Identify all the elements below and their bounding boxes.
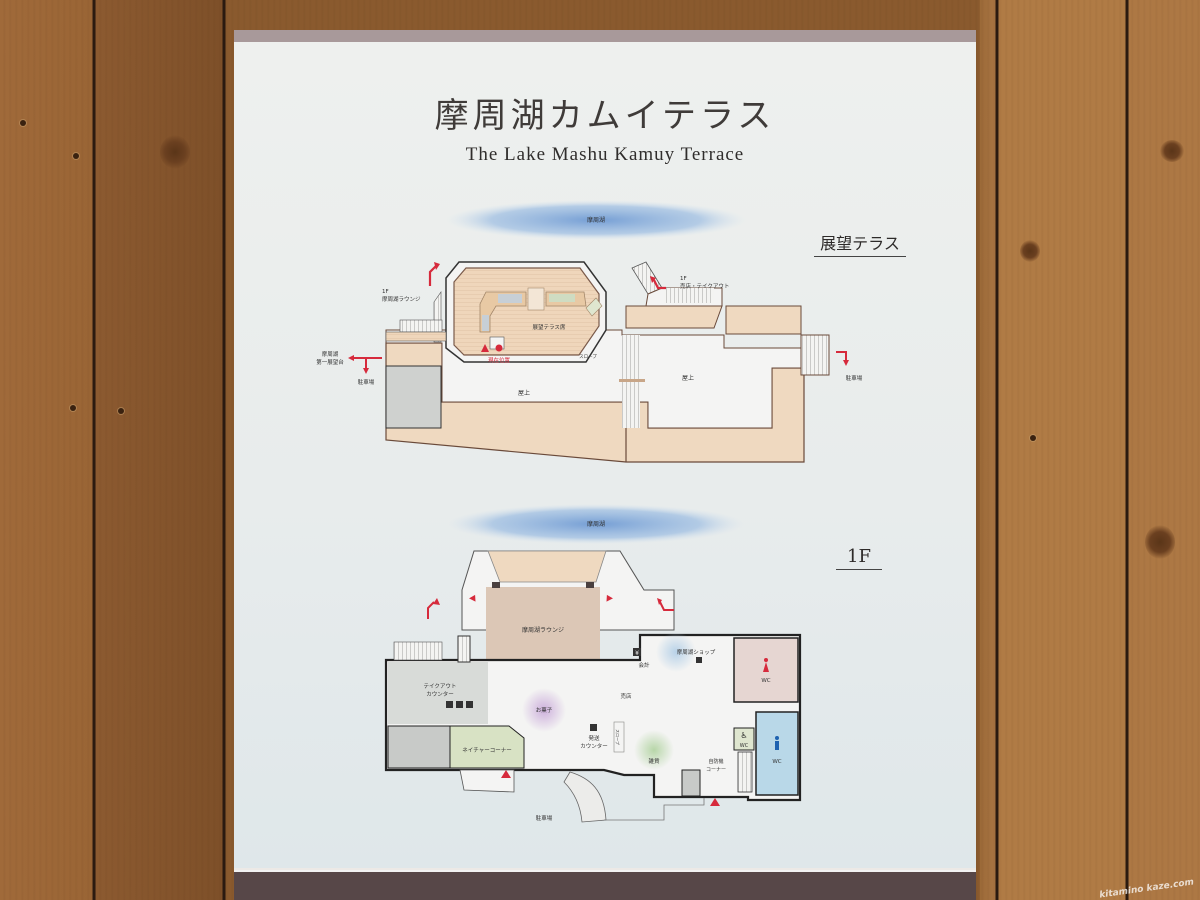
nail xyxy=(118,408,124,414)
sign-title-en: The Lake Mashu Kamuy Terrace xyxy=(465,144,745,165)
watermark: kitamino kaze.com xyxy=(1098,877,1195,900)
sign-top-band xyxy=(234,30,976,42)
cashier-icon xyxy=(633,648,641,656)
exit-observatory-line2: 第一展望台 xyxy=(316,358,344,366)
nail xyxy=(1030,435,1036,441)
nail xyxy=(73,153,79,159)
wood-knot xyxy=(1160,140,1184,162)
floor-plans: 摩周湖 屋上 屋上 xyxy=(316,200,863,823)
exit-parking-left: 駐車場 xyxy=(358,378,375,386)
sweets-label: お菓子 xyxy=(536,706,553,714)
drink-icon xyxy=(456,701,463,708)
wood-knot xyxy=(160,135,190,169)
rooftop-label-right: 屋上 xyxy=(682,374,694,382)
arrow-up-icon xyxy=(428,265,437,286)
store-label: 売店 xyxy=(620,692,632,700)
exit-lounge-floor: 1F xyxy=(382,289,389,295)
disaster-corner-line2: コーナー xyxy=(706,767,726,773)
woman-icon xyxy=(764,658,768,662)
sign-title-jp: 摩周湖カムイテラス xyxy=(434,96,776,136)
terrace-deck-east xyxy=(725,305,802,335)
entrance-marker-east-icon xyxy=(710,798,720,806)
exit-shop-floor: 1F xyxy=(680,276,687,282)
takeout-area xyxy=(388,662,488,724)
food-icon xyxy=(466,701,473,708)
lounge-deck xyxy=(487,550,607,583)
svg-text:¥: ¥ xyxy=(635,650,639,657)
shipping-label-line2: カウンター xyxy=(580,742,608,750)
terrace-seating-label: 展望テラス席 xyxy=(533,323,566,331)
wc-men xyxy=(755,711,799,796)
restaurant-icon xyxy=(446,701,453,708)
takeout-label-line1: テイクアウト xyxy=(424,682,457,690)
entrance-west xyxy=(459,769,515,793)
lounge-area xyxy=(486,587,600,671)
lounge-label: 摩周湖ラウンジ xyxy=(522,626,564,634)
wheelchair-icon: ♿ xyxy=(740,731,747,740)
slope-label-terrace: スロープ xyxy=(579,354,597,360)
entrance-marker-west-icon xyxy=(501,770,511,778)
man-icon xyxy=(775,736,779,740)
lake-label-terrace: 摩周湖 xyxy=(587,216,605,224)
wood-knot xyxy=(1020,240,1040,262)
wc-accessible-label: WC xyxy=(740,743,749,749)
shop-label: 摩周湖ショップ xyxy=(677,648,716,656)
arrow-in-right-icon xyxy=(606,594,613,602)
nature-corner-label: ネイチャーコーナー xyxy=(462,747,511,754)
slope-label-1f: スロープ xyxy=(615,729,621,745)
stairs-east xyxy=(800,334,830,376)
wc-men-label: WC xyxy=(772,759,781,765)
disaster-corner-line1: 自防機 xyxy=(708,758,723,765)
stairs-to-1f-shop xyxy=(631,261,663,295)
arrow-up-left-icon xyxy=(653,279,666,290)
you-are-here-label: 現在位置 xyxy=(488,356,511,364)
lake-mashu-1f xyxy=(448,504,744,544)
arrow-up-icon xyxy=(427,601,435,619)
lake-mashu-terrace xyxy=(446,200,746,240)
rooftop-label-left: 屋上 xyxy=(518,389,530,397)
first-floor-plan: 摩周湖 摩周湖ラウンジ テイクアウト カウンター ネイチャーコーナー xyxy=(384,504,802,823)
curved-walkway xyxy=(563,771,607,823)
wc-accessible xyxy=(733,727,755,751)
sign-bottom-band xyxy=(234,870,976,900)
you-are-here-triangle-icon xyxy=(481,344,489,352)
arrow-up-left-icon xyxy=(659,601,674,611)
exit-observatory-line1: 摩周湖 xyxy=(322,350,339,358)
wood-knot xyxy=(1145,525,1175,559)
exit-parking-right: 駐車場 xyxy=(846,374,863,382)
terrace-seating-deck xyxy=(453,267,600,356)
nature-corner xyxy=(449,725,525,769)
arrow-down-icon xyxy=(836,351,847,362)
lake-label-1f: 摩周湖 xyxy=(587,520,605,528)
parking-label-1f: 駐車場 xyxy=(536,814,553,822)
cashier-label: 会計 xyxy=(638,661,650,669)
stairs-west xyxy=(393,641,443,661)
exit-lounge-name: 摩周湖ラウンジ xyxy=(382,295,421,303)
floor-label-terrace: 展望テラス xyxy=(814,230,906,257)
gray-area xyxy=(385,365,442,429)
terrace-deck-north xyxy=(625,305,723,329)
takeout-label-line2: カウンター xyxy=(426,690,454,698)
center-walkway xyxy=(527,287,545,311)
exit-shop-name: 売店・テイクアウト xyxy=(680,282,729,290)
goods-label: 雑貨 xyxy=(648,757,660,765)
storage-area xyxy=(387,725,451,769)
nail xyxy=(20,120,26,126)
shipping-icon xyxy=(590,724,597,731)
shipping-label-line1: 発送 xyxy=(588,734,600,742)
slope-1f xyxy=(613,721,625,753)
nail xyxy=(70,405,76,411)
floor-map-sign: 摩周湖カムイテラス The Lake Mashu Kamuy Terrace 展… xyxy=(234,30,976,900)
floor-label-1f: 1F xyxy=(836,546,882,570)
wc-women-label: WC xyxy=(761,678,770,684)
you-are-here-dot-icon xyxy=(495,344,503,352)
terrace-floor-plan: 摩周湖 屋上 屋上 xyxy=(316,200,863,463)
arrow-in-left-icon xyxy=(469,594,476,602)
